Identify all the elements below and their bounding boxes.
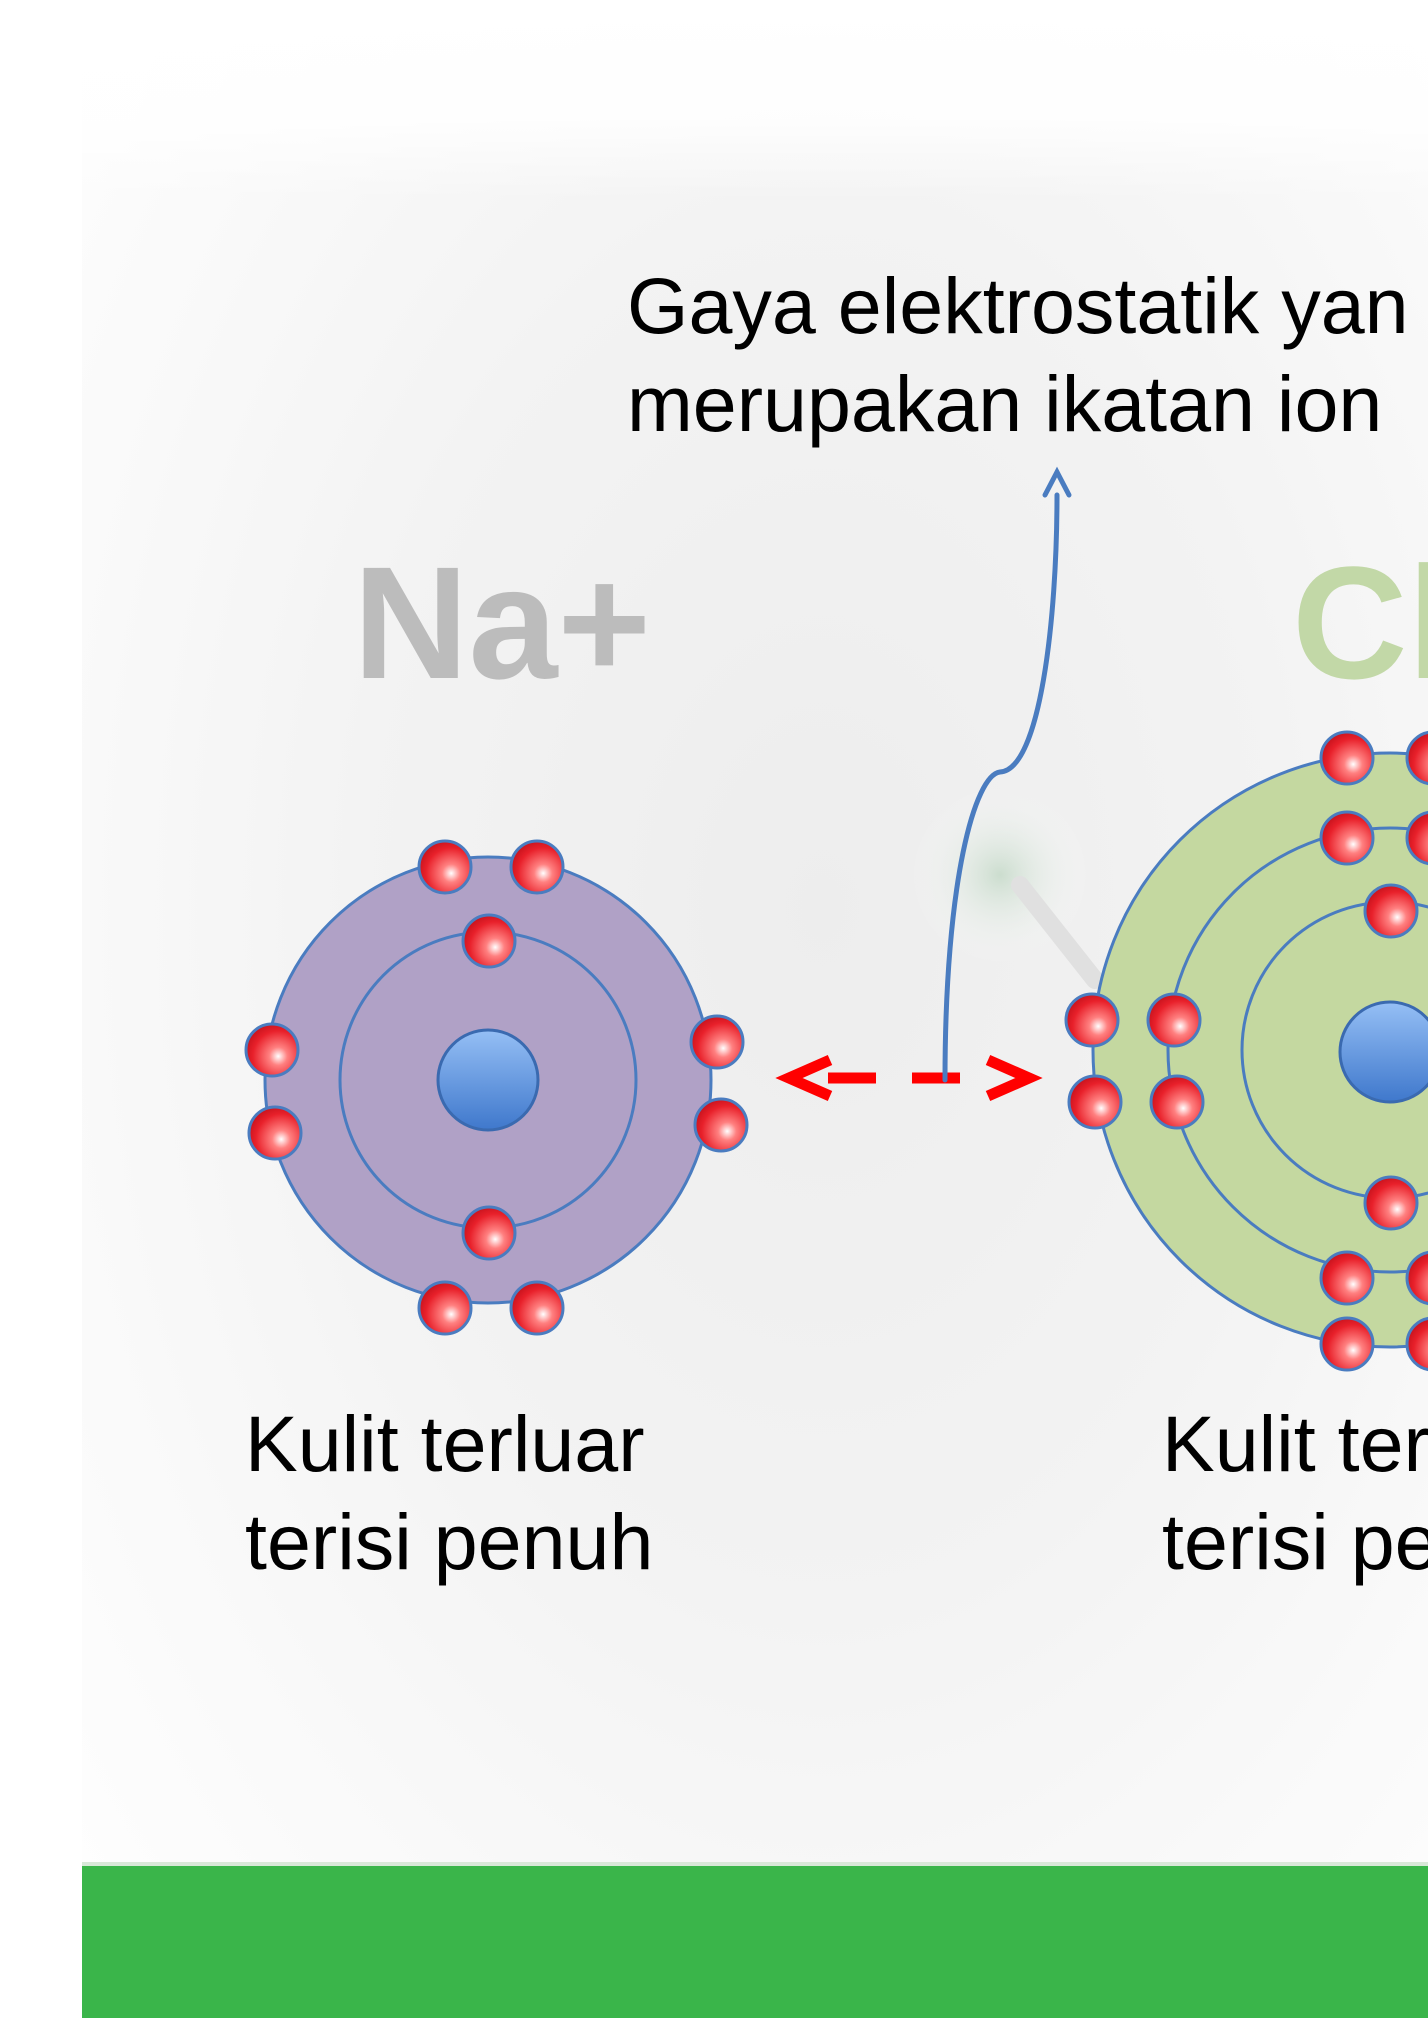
shell-label-line: Kulit ter bbox=[1162, 1399, 1428, 1488]
electron bbox=[1405, 1316, 1428, 1372]
na-nucleus bbox=[436, 1028, 540, 1132]
cl-outer-shell bbox=[1091, 751, 1428, 1349]
electrons bbox=[244, 730, 1428, 1372]
shell-label-line: terisi pe bbox=[1162, 1497, 1428, 1586]
electrostatic-force-caption: Gaya elektrostatik yan merupakan ikatan … bbox=[627, 257, 1409, 453]
shell-label-line: Kulit terluar bbox=[245, 1399, 645, 1488]
caption-line: merupakan ikatan ion bbox=[627, 359, 1383, 448]
electron bbox=[693, 1097, 749, 1153]
sodium-ion-label: Na+ bbox=[353, 533, 651, 712]
electron bbox=[1363, 1175, 1419, 1231]
electron bbox=[1405, 1250, 1428, 1306]
electron bbox=[1319, 810, 1375, 866]
electron bbox=[244, 1022, 300, 1078]
electron bbox=[1319, 730, 1375, 786]
top-glow bbox=[82, 0, 1428, 200]
background-watermark bbox=[910, 785, 1104, 989]
shell-label-line: terisi penuh bbox=[245, 1497, 654, 1586]
chloride-ion-label: Cl bbox=[1292, 533, 1428, 712]
electron bbox=[509, 1280, 565, 1336]
electron bbox=[1149, 1074, 1205, 1130]
sodium-atom bbox=[263, 855, 713, 1305]
electron bbox=[1363, 883, 1419, 939]
footer-bar bbox=[82, 1862, 1428, 2018]
electron bbox=[1405, 810, 1428, 866]
electron bbox=[1064, 992, 1120, 1048]
chlorine-atom bbox=[1091, 751, 1428, 1349]
cl-middle-shell bbox=[1166, 826, 1428, 1274]
pointer-arrow bbox=[942, 466, 1072, 1083]
attraction-arrow bbox=[775, 1054, 1043, 1102]
caption-line: Gaya elektrostatik yan bbox=[627, 261, 1409, 350]
electron bbox=[1319, 1316, 1375, 1372]
electron bbox=[417, 1280, 473, 1336]
electron bbox=[247, 1105, 303, 1161]
cl-nucleus bbox=[1338, 1000, 1428, 1104]
chlorine-shell-label: Kulit ter terisi pe bbox=[1162, 1395, 1428, 1591]
electron bbox=[461, 913, 517, 969]
electron bbox=[1319, 1250, 1375, 1306]
electron bbox=[417, 839, 473, 895]
electron bbox=[1405, 730, 1428, 786]
sodium-shell-label: Kulit terluar terisi penuh bbox=[245, 1395, 653, 1591]
electron bbox=[461, 1205, 517, 1261]
electron bbox=[509, 839, 565, 895]
electron bbox=[689, 1014, 745, 1070]
electron bbox=[1067, 1074, 1123, 1130]
electron bbox=[1146, 992, 1202, 1048]
